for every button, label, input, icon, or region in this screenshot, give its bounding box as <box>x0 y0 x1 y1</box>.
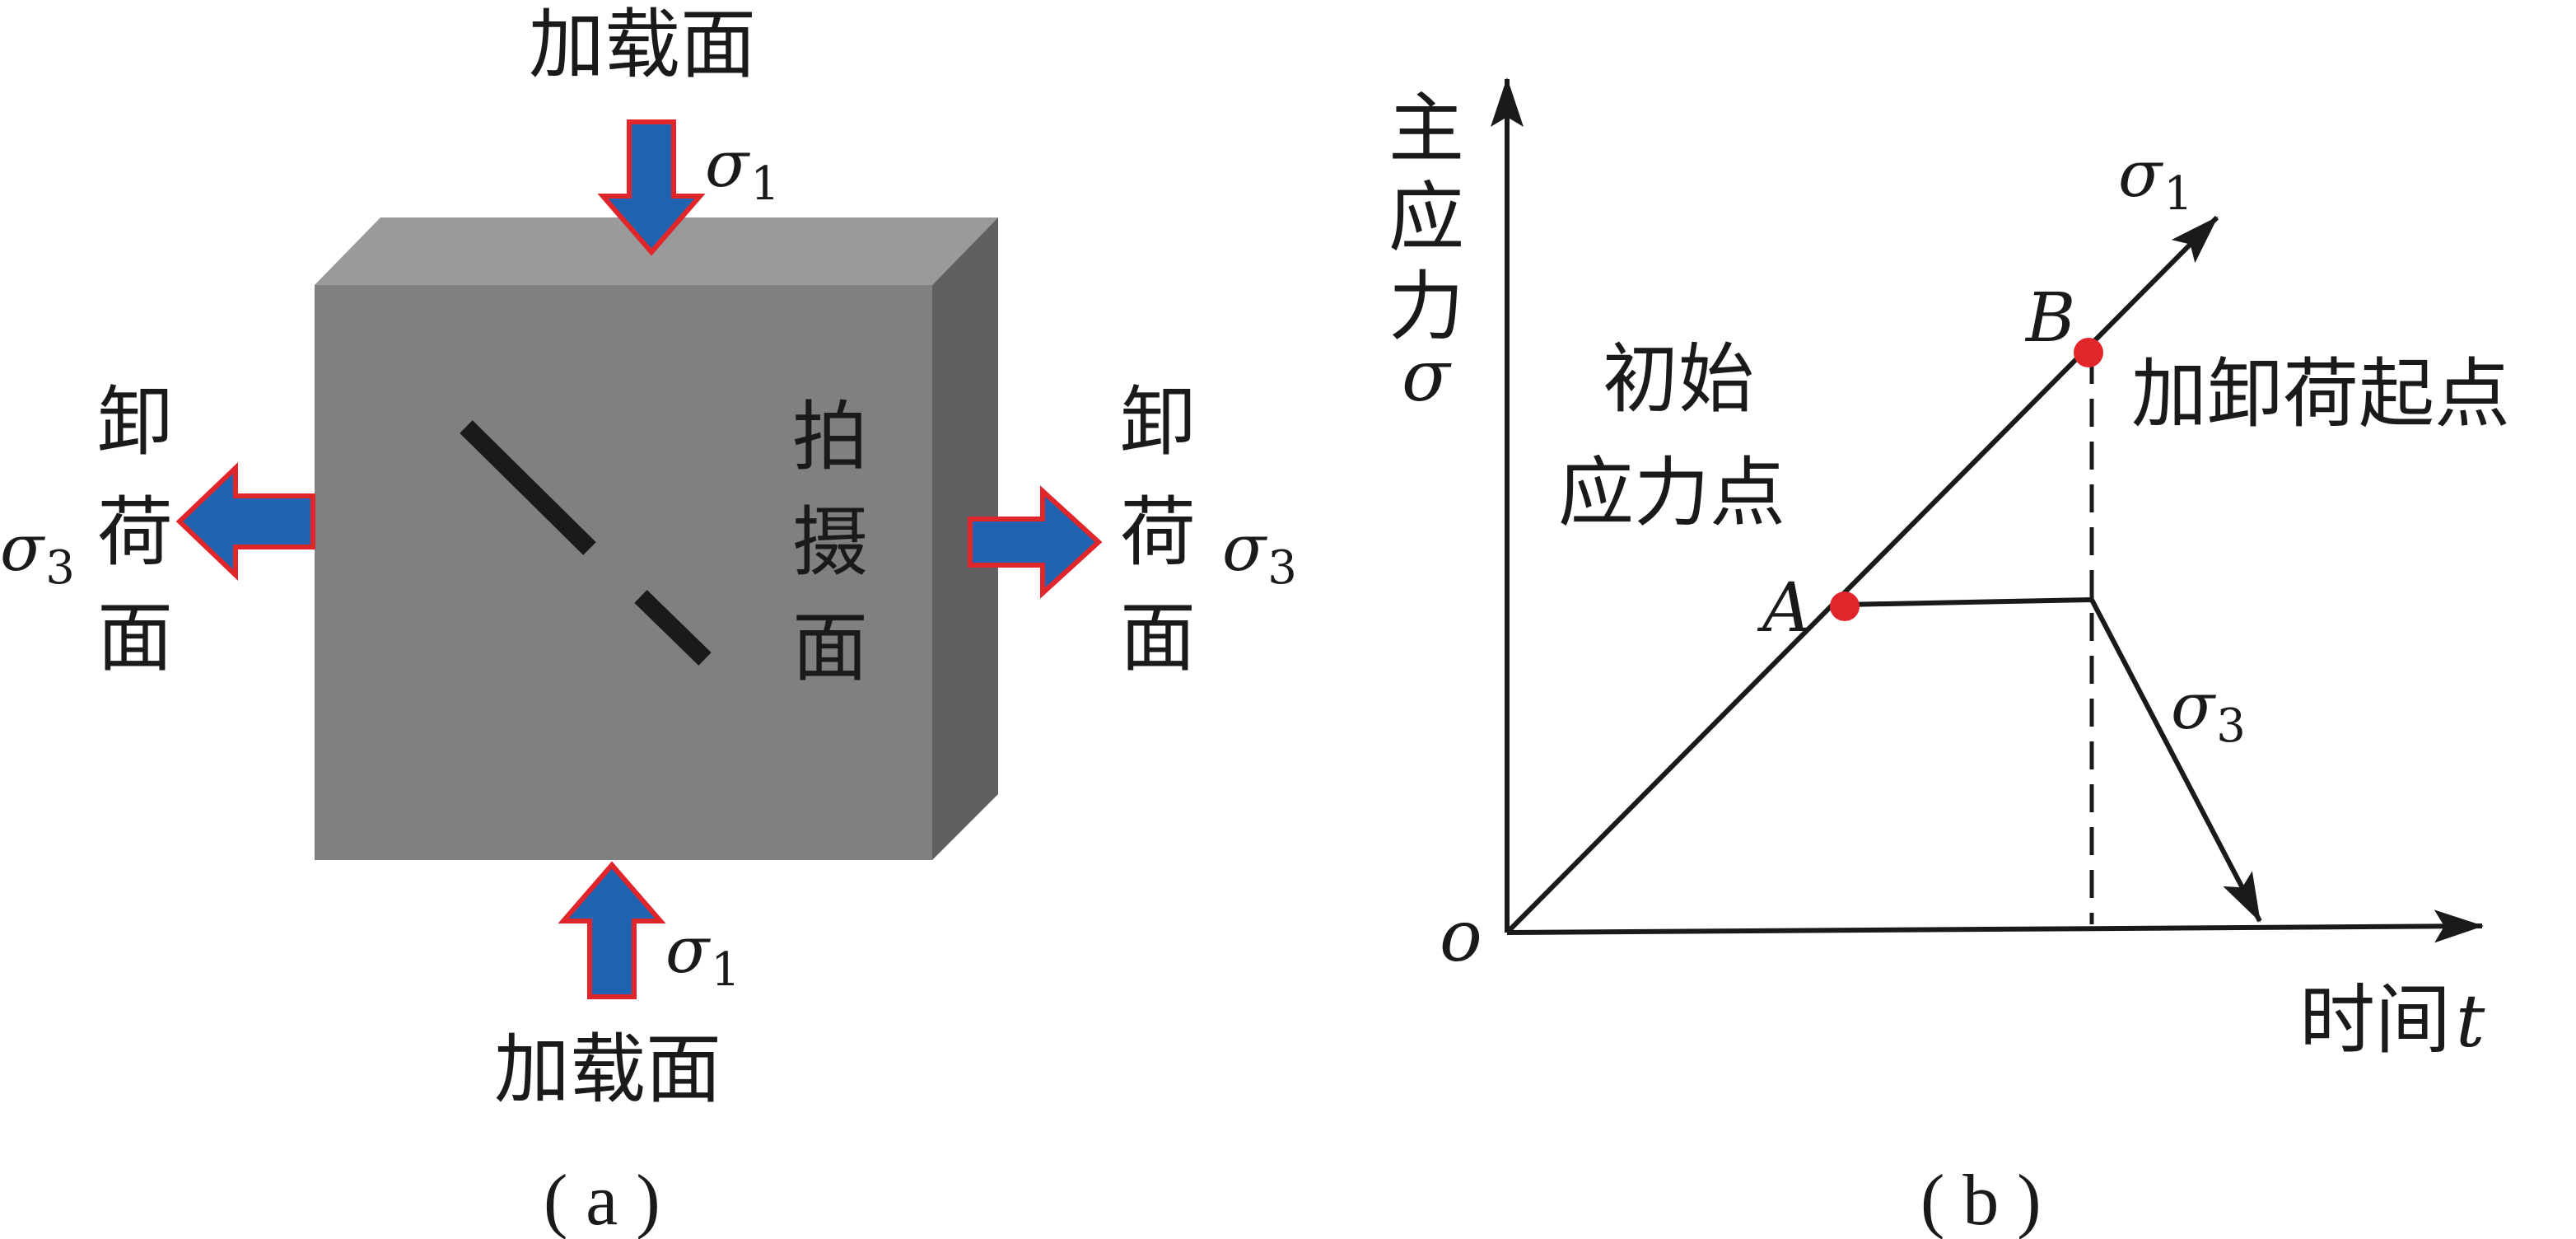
svg-text:面: 面 <box>97 594 173 682</box>
crack-segment-lower <box>634 590 712 666</box>
camera-face-label: 拍 摄 面 <box>792 393 868 692</box>
svg-text:σ: σ <box>1402 335 1452 418</box>
left-unloading-face-label: 卸 荷 面 <box>97 378 173 682</box>
x-axis <box>1506 909 2484 943</box>
svg-text:初始: 初始 <box>1603 335 1754 423</box>
panel-a: 加载面 加载面 σ1 σ1 卸 荷 面 卸 荷 面 σ3 σ3 拍 摄 面 ( … <box>0 1 1297 1239</box>
unloading-start-label: 加卸荷起点 <box>2131 350 2510 438</box>
caption-b: ( b ) <box>1920 1161 2042 1239</box>
panel-b: 主 应 力 σ 时间t o A B 初始 应力点 加卸荷起点 σ1 σ3 ( b… <box>1388 77 2510 1239</box>
left-unloading-arrow <box>175 461 315 582</box>
svg-text:主: 主 <box>1388 85 1464 173</box>
bottom-sigma1-label: σ1 <box>665 914 740 997</box>
origin-label: o <box>1440 895 1482 978</box>
svg-text:荷: 荷 <box>97 489 173 577</box>
point-b-label: B <box>2024 279 2075 358</box>
x-axis-label: 时间t <box>2299 976 2485 1064</box>
svg-text:摄: 摄 <box>792 498 868 587</box>
sigma1-curve <box>1505 215 2219 935</box>
left-sigma3-label: σ3 <box>0 512 75 595</box>
cube-front-face <box>315 285 932 860</box>
cube-top-face <box>315 217 998 285</box>
svg-text:力: 力 <box>1388 263 1464 351</box>
rock-specimen-cube <box>315 217 998 860</box>
svg-text:卸: 卸 <box>97 378 173 466</box>
svg-text:拍: 拍 <box>792 393 868 481</box>
right-unloading-arrow <box>968 485 1103 599</box>
bottom-loading-arrow <box>558 861 666 999</box>
top-loading-face-label: 加载面 <box>529 1 756 89</box>
svg-text:荷: 荷 <box>1120 489 1196 577</box>
top-loading-arrow <box>597 119 706 256</box>
crack-segment-upper <box>460 420 596 555</box>
initial-stress-label: 初始 应力点 <box>1558 335 1785 537</box>
bottom-loading-face-label: 加载面 <box>494 1026 721 1114</box>
y-axis-label: 主 应 力 σ <box>1388 85 1464 418</box>
point-a <box>1830 591 1860 621</box>
right-sigma3-label: σ3 <box>1222 512 1297 595</box>
sigma3-curve <box>1844 596 2262 923</box>
top-sigma1-label: σ1 <box>705 128 780 211</box>
caption-a: ( a ) <box>544 1161 660 1239</box>
cube-side-face <box>932 217 998 860</box>
svg-text:应: 应 <box>1388 174 1464 262</box>
svg-text:卸: 卸 <box>1120 378 1196 466</box>
svg-text:面: 面 <box>1120 594 1196 682</box>
right-unloading-face-label: 卸 荷 面 <box>1120 378 1196 682</box>
sigma3-curve-label: σ3 <box>2171 670 2246 753</box>
svg-text:面: 面 <box>792 604 868 692</box>
sigma1-curve-label: σ1 <box>2118 138 2193 221</box>
svg-text:应力点: 应力点 <box>1558 449 1785 537</box>
point-a-label: A <box>1757 569 1811 648</box>
point-b <box>2074 338 2103 367</box>
